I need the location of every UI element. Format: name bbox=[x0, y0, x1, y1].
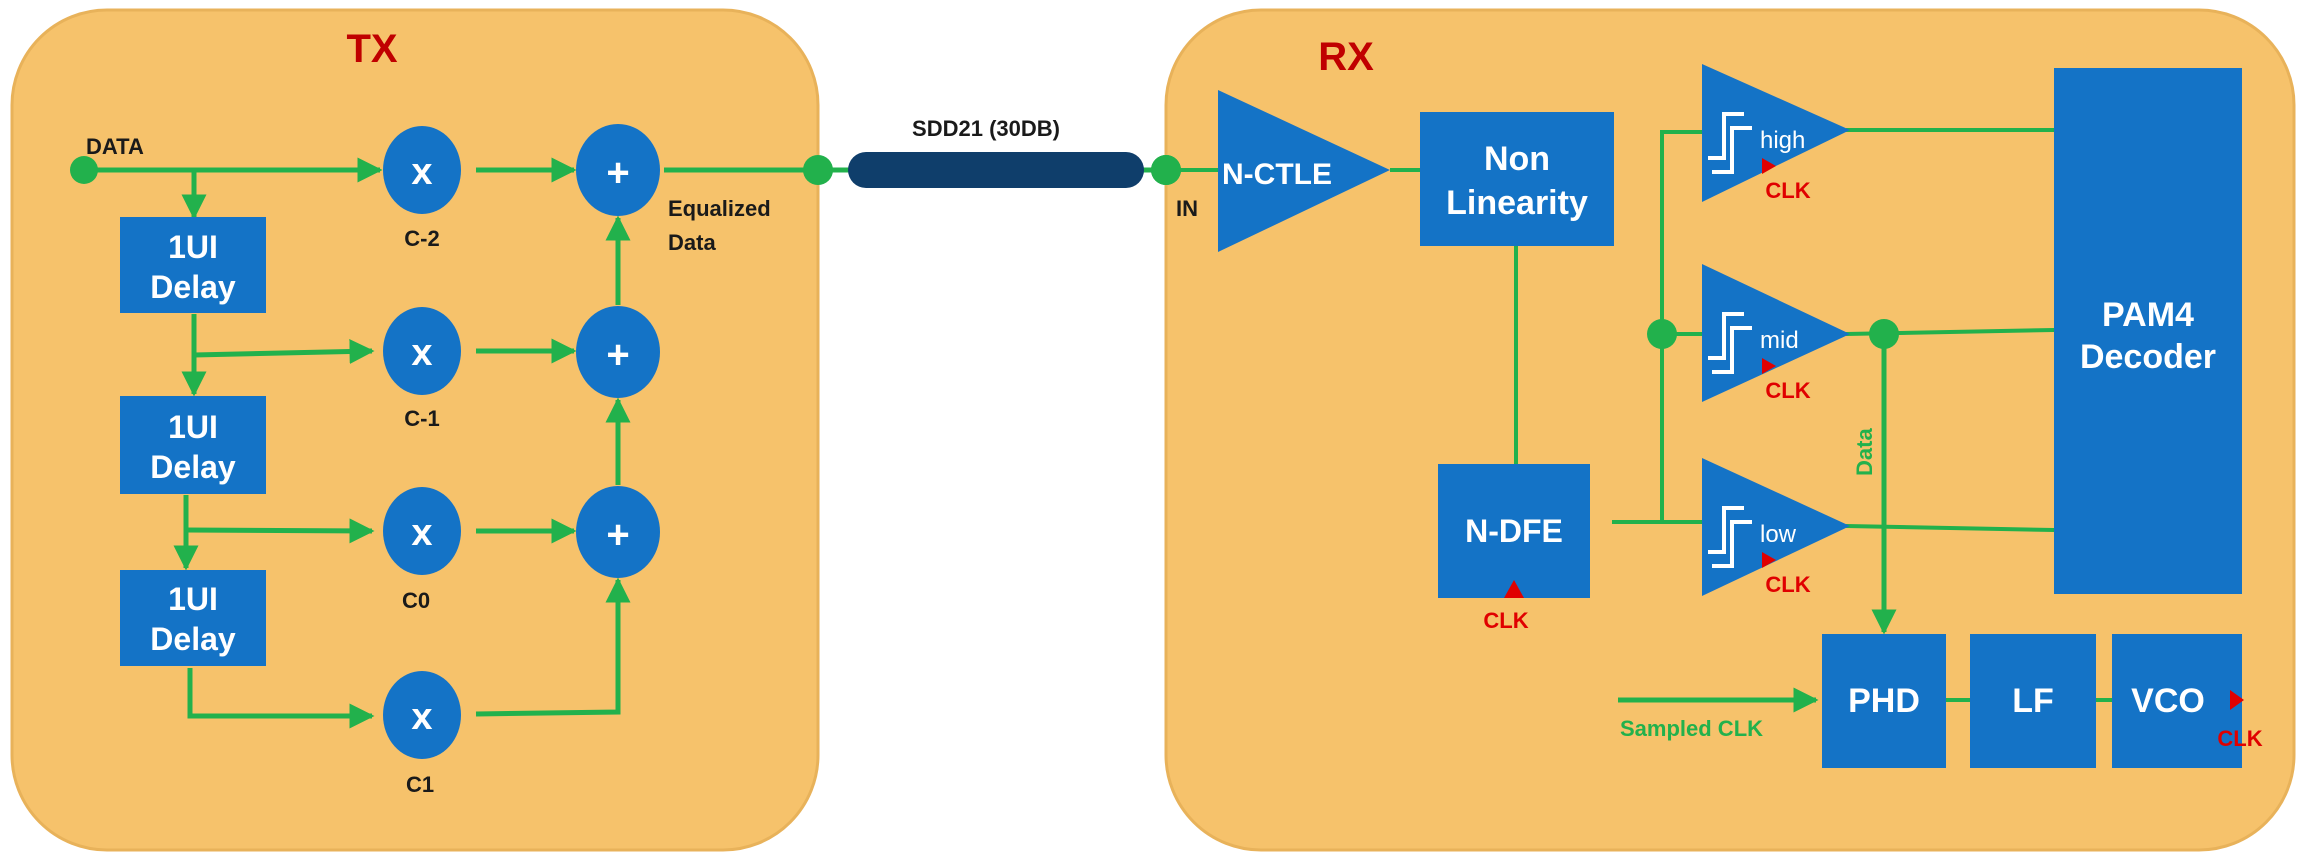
tx-adder-3: + bbox=[576, 486, 660, 578]
rx-comparator-input-node bbox=[1647, 319, 1677, 349]
channel-label: SDD21 (30DB) bbox=[912, 116, 1060, 141]
tx-multiplier-2: x bbox=[383, 307, 461, 395]
rx-comparator-high: high CLK bbox=[1702, 64, 1850, 203]
channel-tx-node bbox=[803, 155, 833, 185]
tx-adder-1: + bbox=[576, 124, 660, 216]
rx-phd-block: PHD bbox=[1822, 634, 1946, 768]
tx-delay-label-line2: Delay bbox=[150, 621, 236, 657]
rx-data-label: Data bbox=[1852, 428, 1877, 476]
tx-title: TX bbox=[346, 27, 397, 71]
rx-comparator-low-clk: CLK bbox=[1765, 572, 1810, 597]
tx-tap-label-c-2: C-2 bbox=[404, 226, 439, 251]
tx-data-input-label: DATA bbox=[86, 134, 144, 159]
tx-tap-label-c1: C1 bbox=[406, 772, 434, 797]
tx-delay-block-1: 1UI Delay bbox=[120, 217, 266, 313]
clk-marker bbox=[1762, 158, 1776, 174]
rx-pam4-decoder: PAM4 Decoder bbox=[2054, 68, 2242, 594]
rx-nonlinearity-line2: Linearity bbox=[1446, 184, 1588, 222]
rx-lf-label: LF bbox=[2012, 682, 2054, 720]
step-icon bbox=[1712, 326, 1752, 374]
multiplier-symbol: x bbox=[411, 332, 432, 374]
clk-marker bbox=[2230, 690, 2244, 710]
tx-output-label-line1: Equalized bbox=[668, 196, 771, 221]
tx-delay-label-line2: Delay bbox=[150, 449, 236, 485]
rx-vco-label: VCO bbox=[2131, 682, 2205, 720]
multiplier-symbol: x bbox=[411, 512, 432, 554]
rx-input-node bbox=[1151, 155, 1181, 185]
multiplier-symbol: x bbox=[411, 151, 432, 193]
tx-adder-2: + bbox=[576, 306, 660, 398]
rx-title: RX bbox=[1318, 35, 1374, 79]
rx-ctle-label: N-CTLE bbox=[1222, 158, 1332, 191]
tx-data-input-node bbox=[70, 156, 98, 184]
rx-vco-block: VCO CLK bbox=[2112, 634, 2263, 768]
multiplier-symbol: x bbox=[411, 696, 432, 738]
tx-delay-block-3: 1UI Delay bbox=[120, 570, 266, 666]
tx-wires bbox=[84, 157, 818, 729]
rx-sampled-clk-label: Sampled CLK bbox=[1620, 716, 1763, 741]
rx-lf-block: LF bbox=[1970, 634, 2096, 768]
rx-decoder-line2: Decoder bbox=[2080, 338, 2216, 376]
tx-tap-label-c-1: C-1 bbox=[404, 406, 439, 431]
step-icon bbox=[1708, 312, 1744, 360]
tx-delay-label-line2: Delay bbox=[150, 269, 236, 305]
adder-symbol: + bbox=[606, 151, 629, 195]
step-icon bbox=[1712, 126, 1752, 174]
rx-input-label: IN bbox=[1176, 196, 1198, 221]
rx-comparator-mid: mid CLK bbox=[1702, 264, 1850, 403]
tx-multiplier-4: x bbox=[383, 671, 461, 759]
tx-multiplier-1: x bbox=[383, 126, 461, 214]
rx-nonlinearity-block: Non Linearity bbox=[1420, 112, 1614, 246]
rx-vco-clk-label: CLK bbox=[2217, 726, 2262, 751]
rx-decoder-line1: PAM4 bbox=[2102, 296, 2194, 334]
rx-nonlinearity-line1: Non bbox=[1484, 140, 1550, 178]
rx-dfe-block: N-DFE CLK bbox=[1438, 464, 1590, 633]
step-icon bbox=[1708, 112, 1744, 160]
rx-comparator-mid-label: mid bbox=[1760, 327, 1799, 354]
rx-comparator-low-label: low bbox=[1760, 521, 1797, 548]
tx-output-label-line2: Data bbox=[668, 230, 716, 255]
clk-marker bbox=[1762, 358, 1776, 374]
clk-marker bbox=[1504, 580, 1524, 598]
tx-delay-label-line1: 1UI bbox=[168, 409, 218, 445]
rx-comparator-low: low CLK bbox=[1702, 458, 1850, 597]
channel-cable bbox=[848, 152, 1144, 188]
tx-delay-block-2: 1UI Delay bbox=[120, 396, 266, 494]
clk-marker bbox=[1762, 552, 1776, 568]
rx-dfe-label: N-DFE bbox=[1465, 513, 1563, 549]
step-icon bbox=[1708, 506, 1744, 554]
rx-data-tap-node bbox=[1869, 319, 1899, 349]
rx-comparator-high-label: high bbox=[1760, 127, 1805, 154]
rx-comparator-high-clk: CLK bbox=[1765, 178, 1810, 203]
tx-tap-label-c0: C0 bbox=[402, 588, 430, 613]
channel: SDD21 (30DB) bbox=[803, 116, 1181, 188]
tx-delay-label-line1: 1UI bbox=[168, 229, 218, 265]
tx-delay-label-line1: 1UI bbox=[168, 581, 218, 617]
rx-ctle-amplifier: N-CTLE bbox=[1218, 90, 1390, 252]
adder-symbol: + bbox=[606, 333, 629, 377]
tx-multiplier-3: x bbox=[383, 487, 461, 575]
rx-dfe-clk-label: CLK bbox=[1483, 608, 1528, 633]
step-icon bbox=[1712, 520, 1752, 568]
adder-symbol: + bbox=[606, 513, 629, 557]
rx-phd-label: PHD bbox=[1848, 682, 1920, 720]
rx-comparator-mid-clk: CLK bbox=[1765, 378, 1810, 403]
